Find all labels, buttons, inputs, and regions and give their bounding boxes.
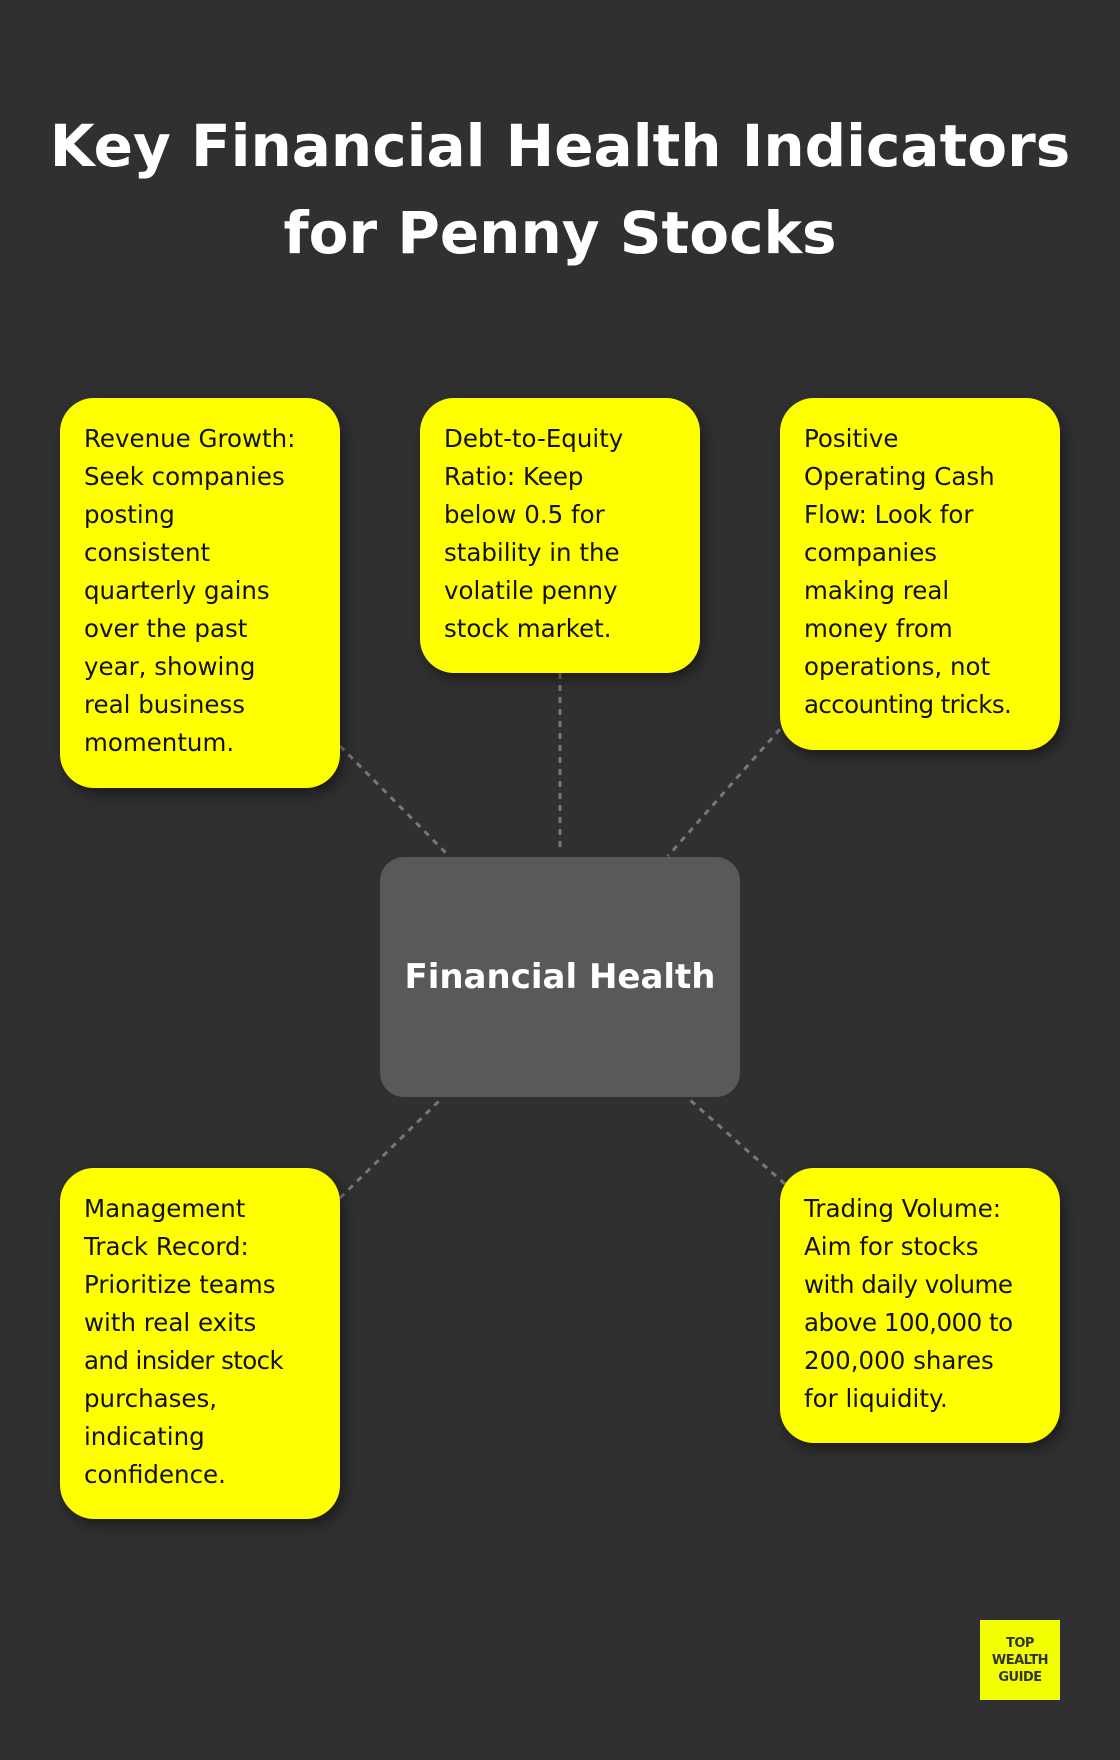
- indicator-management-track-record: Management Track Record: Prioritize team…: [60, 1168, 340, 1519]
- text-line: Trading Volume:: [804, 1194, 1002, 1223]
- text-line: for liquidity.: [804, 1384, 948, 1413]
- center-label: Financial Health: [404, 957, 716, 997]
- text-line: momentum.: [84, 728, 235, 757]
- connector-revenue: [338, 744, 451, 858]
- text-line: Management: [84, 1194, 246, 1223]
- text-line: indicating: [84, 1422, 205, 1451]
- indicator-revenue-growth: Revenue Growth: Seek companies posting c…: [60, 398, 340, 788]
- text-line: making real: [804, 576, 950, 605]
- text-line: posting: [84, 500, 175, 529]
- connector-cashflow: [666, 728, 782, 857]
- center-node-financial-health: Financial Health: [380, 857, 740, 1097]
- text-line: purchases,: [84, 1384, 218, 1413]
- logo-line: TOP: [1006, 1635, 1034, 1651]
- indicator-trading-volume: Trading Volume: Aim for stocks with dail…: [780, 1168, 1060, 1443]
- text-line: stock market.: [444, 614, 612, 643]
- text-line: volatile penny: [444, 576, 618, 605]
- text-line: with daily volume: [804, 1270, 1013, 1299]
- logo-line: GUIDE: [998, 1669, 1042, 1685]
- text-line: Seek companies: [84, 462, 285, 491]
- page-title: Key Financial Health Indicators for Penn…: [0, 103, 1120, 277]
- text-line: with real exits: [84, 1308, 257, 1337]
- text-line: above 100,000 to: [804, 1308, 1013, 1337]
- title-line-1: Key Financial Health Indicators: [49, 112, 1071, 180]
- text-line: 200,000 shares: [804, 1346, 994, 1375]
- text-line: operations, not: [804, 652, 991, 681]
- text-line: money from: [804, 614, 953, 643]
- text-line: below 0.5 for: [444, 500, 605, 529]
- text-line: Prioritize teams: [84, 1270, 276, 1299]
- connector-volume: [689, 1098, 786, 1186]
- text-line: consistent: [84, 538, 211, 567]
- text-line: Revenue Growth:: [84, 424, 296, 453]
- title-line-2: for Penny Stocks: [283, 199, 837, 267]
- text-line: Ratio: Keep: [444, 462, 584, 491]
- text-line: accounting tricks.: [804, 690, 1012, 719]
- top-wealth-guide-logo: TOP WEALTH GUIDE: [980, 1620, 1060, 1700]
- text-line: Aim for stocks: [804, 1232, 979, 1261]
- text-line: companies: [804, 538, 938, 567]
- text-line: quarterly gains: [84, 576, 270, 605]
- text-line: confidence.: [84, 1460, 226, 1489]
- text-line: real business: [84, 690, 245, 719]
- text-line: year, showing: [84, 652, 256, 681]
- text-line: Debt-to-Equity: [444, 424, 624, 453]
- connector-management: [338, 1098, 442, 1200]
- logo-line: WEALTH: [991, 1652, 1049, 1668]
- indicator-debt-to-equity: Debt-to-Equity Ratio: Keep below 0.5 for…: [420, 398, 700, 673]
- text-line: and insider stock: [84, 1346, 284, 1375]
- text-line: over the past: [84, 614, 248, 643]
- text-line: Track Record:: [84, 1232, 249, 1261]
- text-line: Positive: [804, 424, 899, 453]
- indicator-operating-cash-flow: Positive Operating Cash Flow: Look for c…: [780, 398, 1060, 750]
- text-line: Flow: Look for: [804, 500, 974, 529]
- text-line: Operating Cash: [804, 462, 995, 491]
- text-line: stability in the: [444, 538, 620, 567]
